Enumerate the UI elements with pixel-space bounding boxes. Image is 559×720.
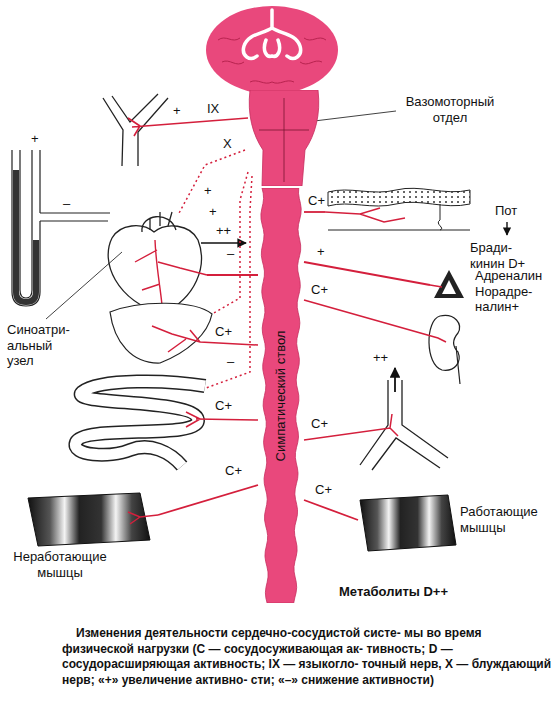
skin: [506, 222, 507, 235]
edge-label: С+: [307, 193, 326, 208]
node-label: Адреналин Норадре- налин+: [475, 268, 551, 315]
activity-label: –: [226, 354, 235, 369]
body-outline: [249, 90, 319, 186]
edge-label: +: [316, 244, 326, 259]
activity-label: ++: [215, 223, 232, 238]
activity-label: С+: [310, 416, 329, 431]
manometer: [13, 170, 39, 305]
manometer: [12, 150, 110, 306]
node-label: Бради- кинин D+: [470, 240, 542, 271]
intestine: [75, 381, 258, 466]
muscle-vessel: [360, 380, 448, 470]
heart: [46, 252, 122, 319]
intestine: [75, 381, 205, 466]
brainstem-shape: [245, 90, 323, 186]
node-label: Работающие мышцы: [460, 504, 550, 535]
sympathetic-trunk: Симпатический ствол: [258, 188, 304, 603]
working-muscles-node: Работающие мышцы: [358, 492, 553, 554]
adrenal-and-kidney: [434, 270, 464, 298]
activity-label: +: [203, 183, 213, 198]
adrenal-and-kidney: [442, 280, 456, 294]
activity-label: IX: [206, 101, 220, 116]
figure-caption: Изменения деятельности сердечно-сосудист…: [62, 626, 552, 688]
skin: [328, 188, 470, 206]
edge-label: С+: [314, 482, 333, 497]
intestine: [186, 412, 258, 427]
heart: [46, 212, 246, 319]
vasomotor-leader: [306, 111, 396, 122]
activity-label: –: [226, 246, 235, 261]
nerve-connector: [304, 500, 358, 520]
resting-muscles-node: Неработающие мышцы: [8, 493, 158, 571]
activity-label: +: [208, 204, 218, 219]
adrenal-and-kidney: [304, 270, 464, 384]
vagus-nerve: [195, 172, 252, 392]
working-muscle-block: [360, 495, 456, 551]
heart: [135, 240, 207, 305]
adrenal-and-kidney: [429, 315, 459, 370]
skin: [325, 208, 405, 222]
activity-label: С+: [214, 398, 233, 413]
resting-muscle-block: [128, 512, 158, 524]
muscle-vessel: [394, 368, 396, 392]
edge-label: С+: [224, 463, 243, 478]
carotid-sinus: [103, 94, 248, 166]
skin-node: ПотБради- кинин D+: [325, 180, 550, 275]
resting-muscle-block: [28, 493, 158, 546]
adrenal-and-kidney: [456, 346, 460, 384]
activity-label: –: [62, 196, 71, 211]
node-label: Неработающие мышцы: [10, 549, 110, 580]
brainstem-line: [259, 98, 309, 182]
nerve-connector: [207, 274, 258, 276]
node-label: Симпатический ствол: [273, 330, 289, 461]
vasomotor-leader: [306, 111, 396, 122]
heart-node: Синоатри- альный узел: [95, 215, 207, 313]
skin: [325, 188, 507, 235]
manometer: [12, 150, 110, 306]
node-label: Пот: [495, 203, 535, 219]
muscle-vessel: [304, 414, 398, 440]
resting-muscle-block: [28, 493, 150, 546]
activity-label: +: [30, 131, 40, 146]
liver: [152, 326, 258, 352]
brain: [218, 38, 326, 83]
working-muscle-block: [360, 495, 456, 551]
vagus-nerve: [195, 172, 252, 392]
node-label: Синоатри- альный узел: [7, 322, 75, 369]
activity-label: С+: [214, 324, 233, 339]
carotid-sinus: [103, 94, 168, 166]
skin: [328, 204, 470, 230]
vasomotor-center: Вазомоторный отдел: [245, 90, 323, 186]
adrenal-node: Адреналин Норадре- налин+: [430, 266, 552, 318]
edge-label: X: [222, 136, 233, 151]
brain: [206, 6, 338, 94]
brain: [206, 6, 338, 94]
muscle-vessel: [304, 368, 448, 470]
liver: [110, 303, 212, 363]
activity-label: Метаболиты D++: [338, 584, 449, 599]
activity-label: ++: [372, 350, 389, 365]
nerve-connector: [304, 211, 325, 213]
nerve-connector: [158, 485, 258, 515]
liver: [110, 303, 258, 363]
intestine: [75, 381, 205, 466]
carotid-sinus: [128, 118, 248, 136]
activity-label: С+: [310, 282, 329, 297]
body-outline: [261, 188, 301, 603]
node-label: Вазомоторный отдел: [400, 94, 500, 125]
activity-label: +: [172, 103, 182, 118]
heart: [142, 212, 176, 232]
brain: [243, 10, 300, 58]
